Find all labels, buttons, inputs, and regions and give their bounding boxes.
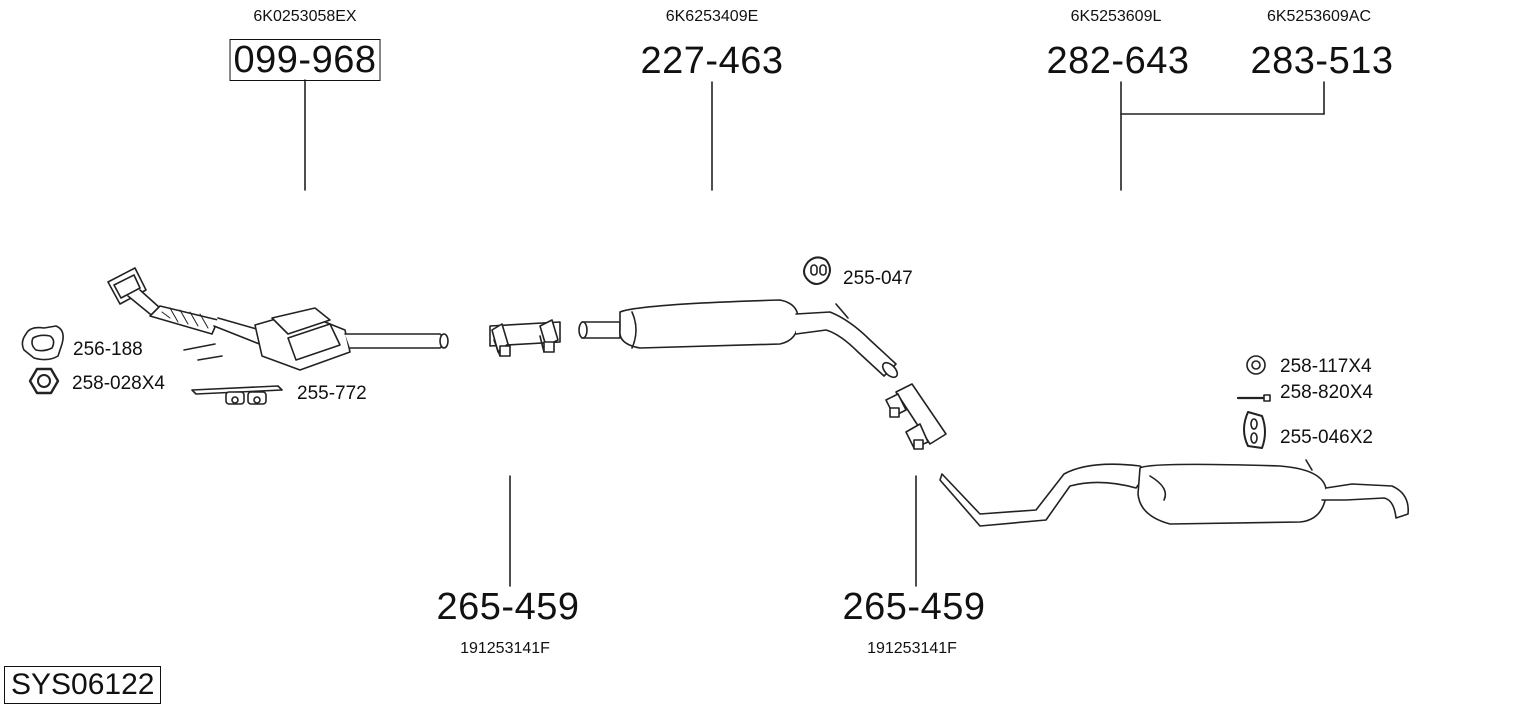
oem-number: 6K5253609L xyxy=(1070,8,1162,25)
label-nut: 258-028X4 xyxy=(72,373,165,394)
part-number-rear-silencer-alt: 283-513 xyxy=(1250,40,1394,82)
label-rear-hanger: 255-046X2 xyxy=(1280,427,1373,448)
label-gasket: 256-188 xyxy=(73,339,143,360)
part-number-clamp: 265-459 xyxy=(436,586,580,628)
label-bracket: 255-772 xyxy=(297,383,367,404)
oem-number: 6K0253058EX xyxy=(253,8,357,25)
oem-number: 191253141F xyxy=(460,640,550,657)
oem-number: 6K6253409E xyxy=(665,8,759,25)
gasket-icon xyxy=(21,325,64,361)
bolt-icon xyxy=(1236,394,1271,402)
system-id: SYS06122 xyxy=(4,666,162,704)
part-number-catalyst: 099-968 xyxy=(229,39,381,81)
nut-icon xyxy=(28,367,60,395)
leader-lines xyxy=(304,79,1325,587)
part-number-rear-silencer: 282-643 xyxy=(1046,40,1190,82)
washer-icon xyxy=(1246,355,1266,375)
rear-hanger-icon xyxy=(1243,411,1266,449)
part-number-middle-silencer: 227-463 xyxy=(640,40,784,82)
hanger-icon xyxy=(803,256,831,285)
part-number-clamp: 265-459 xyxy=(842,586,986,628)
middle-silencer xyxy=(578,299,899,379)
oem-number: 6K5253609AC xyxy=(1266,8,1372,25)
oem-number: 191253141F xyxy=(867,640,957,657)
label-hanger: 255-047 xyxy=(843,268,913,289)
label-bolt: 258-820X4 xyxy=(1280,382,1373,403)
label-washer: 258-117X4 xyxy=(1280,356,1372,377)
bracket-icon xyxy=(191,385,283,405)
front-pipe-catalyst xyxy=(107,267,449,371)
rear-silencer xyxy=(939,459,1409,527)
clamp-1 xyxy=(489,319,561,357)
clamp-2 xyxy=(885,383,947,450)
